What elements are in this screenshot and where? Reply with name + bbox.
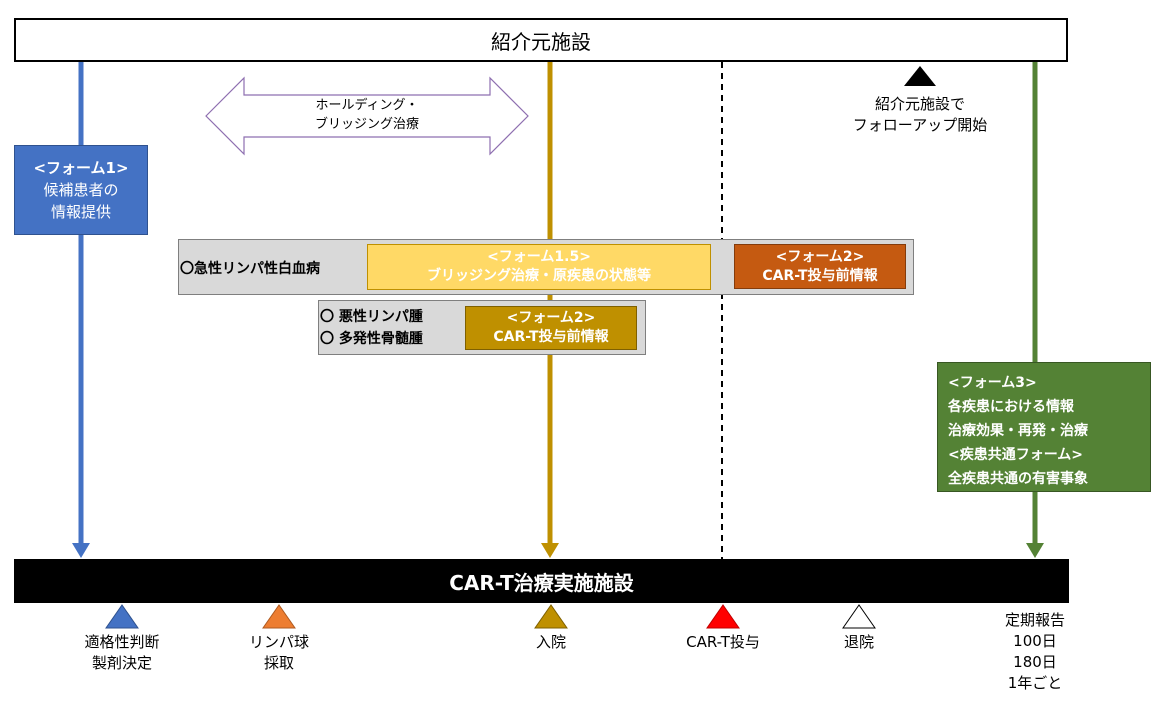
referral-facility-title: 紹介元施設	[491, 29, 591, 54]
car-t-infusion-triangle-icon	[706, 604, 740, 629]
lymphoma-form2-box: <フォーム2> CAR-T投与前情報	[465, 306, 637, 350]
car-t-facility-bar: CAR-T治療実施施設	[14, 559, 1069, 603]
milestone-apheresis: リンパ球 採取	[248, 633, 309, 672]
eligibility-triangle-icon	[105, 604, 139, 629]
discharge-triangle-icon	[842, 604, 876, 629]
all-form2-box: <フォーム2> CAR-T投与前情報	[734, 244, 906, 289]
form3-box: <フォーム3> 各疾患における情報 治療効果・再発・治療 <疾患共通フォーム> …	[937, 362, 1151, 492]
referral-facility-bar: 紹介元施設	[14, 18, 1068, 62]
form1-box: <フォーム1> 候補患者の 情報提供	[14, 145, 148, 235]
green-arrowhead	[1026, 543, 1044, 558]
lymphoma-label: 〇 悪性リンパ腫	[320, 309, 423, 325]
bridging-label: ホールディング・ ブリッジング治療	[314, 98, 419, 132]
followup-label: 紹介元施設で フォローアップ開始	[852, 95, 988, 134]
myeloma-label: 〇 多発性骨髄腫	[320, 331, 423, 347]
bridging-double-arrow	[205, 76, 529, 156]
milestone-car-t-infusion: CAR-T投与	[686, 633, 760, 651]
followup-triangle-icon	[904, 66, 936, 86]
blue-arrowhead	[72, 543, 90, 558]
milestone-eligibility: 適格性判断 製剤決定	[84, 633, 160, 672]
lymphoma-labels: 〇 悪性リンパ腫 〇 多発性骨髄腫	[320, 306, 423, 350]
admission-triangle-icon	[534, 604, 568, 629]
milestone-periodic-report: 定期報告 100日 180日 1年ごと	[1004, 611, 1065, 692]
milestone-admission: 入院	[535, 633, 566, 651]
milestone-discharge: 退院	[843, 633, 874, 651]
apheresis-triangle-icon	[262, 604, 296, 629]
all-label: 〇急性リンパ性白血病	[180, 261, 320, 277]
form15-box: <フォーム1.5> ブリッジング治療・原疾患の状態等	[367, 244, 711, 290]
gold-arrowhead	[541, 543, 559, 558]
car-t-facility-title: CAR-T治療実施施設	[449, 570, 634, 595]
